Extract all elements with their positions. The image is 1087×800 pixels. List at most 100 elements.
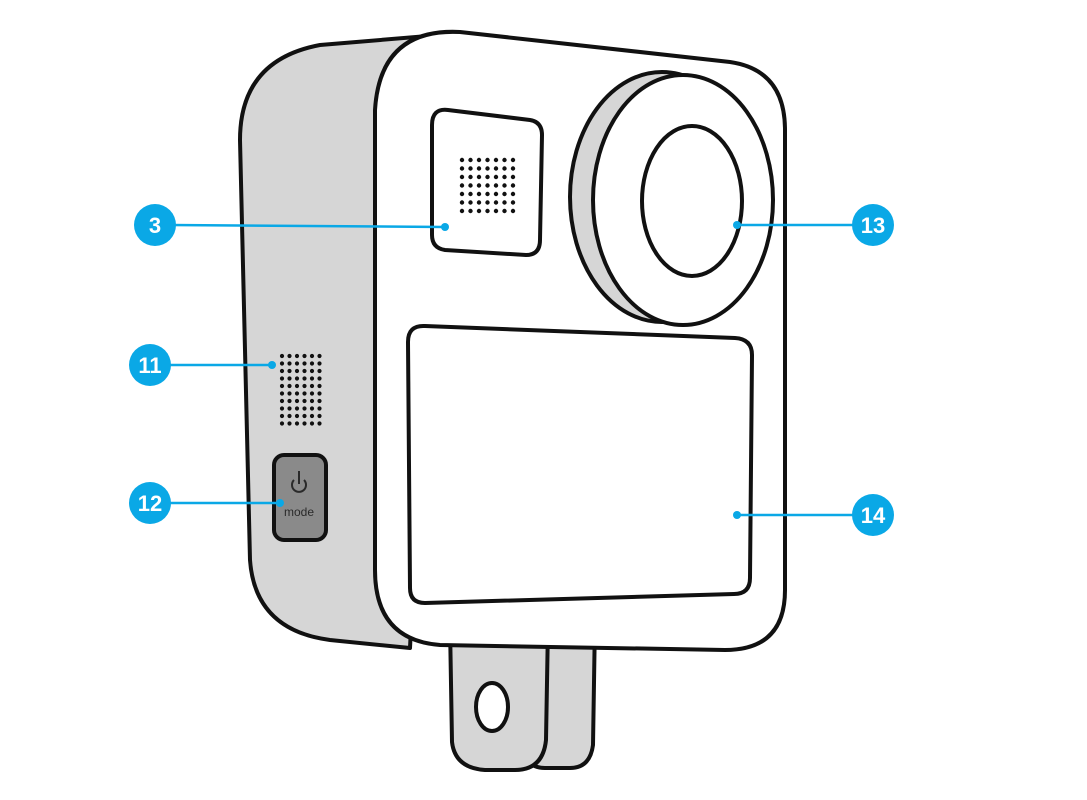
speaker-grille-dot (279, 391, 285, 396)
microphone-dot (468, 208, 473, 214)
callout-badge-14: 14 (852, 494, 894, 536)
microphone-dot (493, 166, 499, 171)
microphone-dot (459, 183, 465, 188)
callout-number-12: 12 (138, 491, 162, 516)
speaker-grille-dot (317, 413, 322, 419)
microphone-dot (485, 191, 490, 197)
microphone-dot (510, 183, 516, 188)
callout-number-11: 11 (138, 353, 161, 378)
callout-badge-13: 13 (852, 204, 894, 246)
speaker-grille-dot (287, 406, 292, 411)
speaker-grille-dot (317, 383, 322, 389)
microphone-dot (485, 208, 490, 214)
speaker-grille-dot (279, 383, 285, 389)
microphone-dot (502, 208, 507, 214)
speaker-grille-dot (287, 368, 292, 374)
speaker-grille-dot (302, 398, 307, 404)
speaker-grille-dot (287, 421, 292, 426)
speaker-grille-dot (287, 391, 292, 396)
microphone-dot (493, 208, 499, 214)
microphone-dot (468, 157, 473, 163)
microphone-dot (459, 208, 465, 214)
microphone-dot (468, 183, 473, 188)
speaker-grille-dot (294, 353, 300, 359)
touch-screen[interactable] (406, 323, 754, 605)
callout-number-13: 13 (861, 213, 885, 238)
microphone-dot (476, 166, 482, 171)
speaker-grille-dot (279, 406, 285, 411)
speaker-grille-dot (317, 368, 322, 374)
speaker-grille-dot (309, 353, 315, 359)
microphone-dot (476, 174, 482, 180)
speaker-grille-dot (294, 368, 300, 374)
speaker-grille-dot (294, 376, 300, 381)
microphone-dot (502, 157, 507, 163)
microphone-dot (510, 174, 516, 180)
speaker-grille-dot (302, 353, 307, 359)
microphone-dots (459, 157, 516, 214)
microphone-dot (476, 191, 482, 197)
speaker-grille-dot (294, 413, 300, 419)
microphone-dot (510, 208, 516, 214)
microphone-dot (510, 166, 516, 171)
callout-dot-3 (441, 223, 449, 231)
speaker-grille-dot (279, 361, 285, 366)
speaker-grille-dot (309, 383, 315, 389)
microphone-dot (502, 191, 507, 197)
speaker-grille-dot (287, 361, 292, 366)
callout-number-3: 3 (149, 213, 161, 238)
speaker-grille-dot (294, 361, 300, 366)
front-microphone-grille (430, 107, 544, 257)
speaker-grille-dot (309, 406, 315, 411)
speaker-grille-dot (279, 353, 285, 359)
microphone-dot (493, 183, 499, 188)
speaker-grille-dot (309, 413, 315, 419)
speaker-grille-dot (302, 376, 307, 381)
microphone-dot (502, 166, 507, 171)
speaker-grille-dot (309, 368, 315, 374)
mode-button[interactable]: mode (272, 453, 328, 542)
speaker-grille-dot (317, 406, 322, 411)
speaker-grille-dot (287, 398, 292, 404)
microphone-dot (468, 200, 473, 205)
callout-dot-13 (733, 221, 741, 229)
speaker-grille-dot (294, 398, 300, 404)
microphone-dot (493, 191, 499, 197)
front-lens (568, 70, 775, 327)
callout-line-3 (169, 223, 446, 229)
speaker-grille-dot (309, 398, 315, 404)
speaker-grille-dot (294, 406, 300, 411)
microphone-dot (468, 166, 473, 171)
callout-badge-3: 3 (134, 204, 176, 246)
speaker-grille-dot (317, 391, 322, 396)
microphone-dot (485, 157, 490, 163)
mode-button-label: mode (284, 505, 314, 519)
speaker-grille-dot (287, 383, 292, 389)
speaker-grille-dot (302, 391, 307, 396)
speaker-grille-dot (279, 376, 285, 381)
microphone-dot (468, 191, 473, 197)
microphone-dot (502, 174, 507, 180)
speaker-grille-dot (302, 421, 307, 426)
speaker-grille-dot (317, 398, 322, 404)
callout-dot-14 (733, 511, 741, 519)
mounting-hole (474, 681, 510, 733)
side-speaker-grille (279, 353, 322, 426)
callout-dot-12 (276, 499, 284, 507)
speaker-grille-dot (302, 383, 307, 389)
microphone-dot (510, 191, 516, 197)
microphone-dot (459, 174, 465, 180)
microphone-dot (459, 191, 465, 197)
power-icon (291, 471, 307, 493)
mode-button-body[interactable] (272, 453, 328, 542)
microphone-dot (459, 166, 465, 171)
microphone-dot (485, 166, 490, 171)
microphone-dot (459, 157, 465, 163)
speaker-grille-dot (279, 421, 285, 426)
speaker-grille-dot (309, 376, 315, 381)
speaker-grille-dot (287, 376, 292, 381)
speaker-grille-dot (294, 383, 300, 389)
speaker-grille-dot (317, 353, 322, 359)
microphone-dot (476, 157, 482, 163)
callout-badge-12: 12 (129, 482, 171, 524)
